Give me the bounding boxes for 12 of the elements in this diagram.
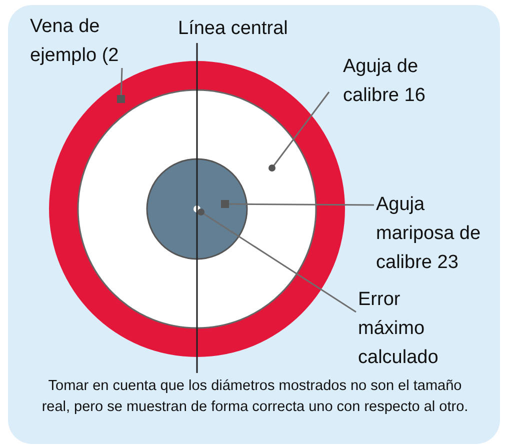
leader-line — [268, 92, 330, 172]
leader-line — [198, 208, 356, 313]
needle-circle — [146, 158, 248, 260]
leader-line — [221, 200, 374, 208]
needle-circle — [77, 89, 317, 329]
line-label: Línea central — [178, 17, 288, 41]
center-point — [194, 206, 200, 212]
callout-label: Vena de ejemplo (2 — [30, 12, 142, 70]
caption: Tomar en cuenta que los diámetros mostrados no son el tamaño real, pero se muestran de forma correcta uno con respecto al otro. — [40, 377, 470, 417]
callout-label: Aguja de calibre 16 — [343, 52, 461, 110]
callout-label: Aguja mariposa de calibre 23 — [376, 190, 500, 277]
callout-label: Error máximo calculado — [358, 285, 458, 372]
